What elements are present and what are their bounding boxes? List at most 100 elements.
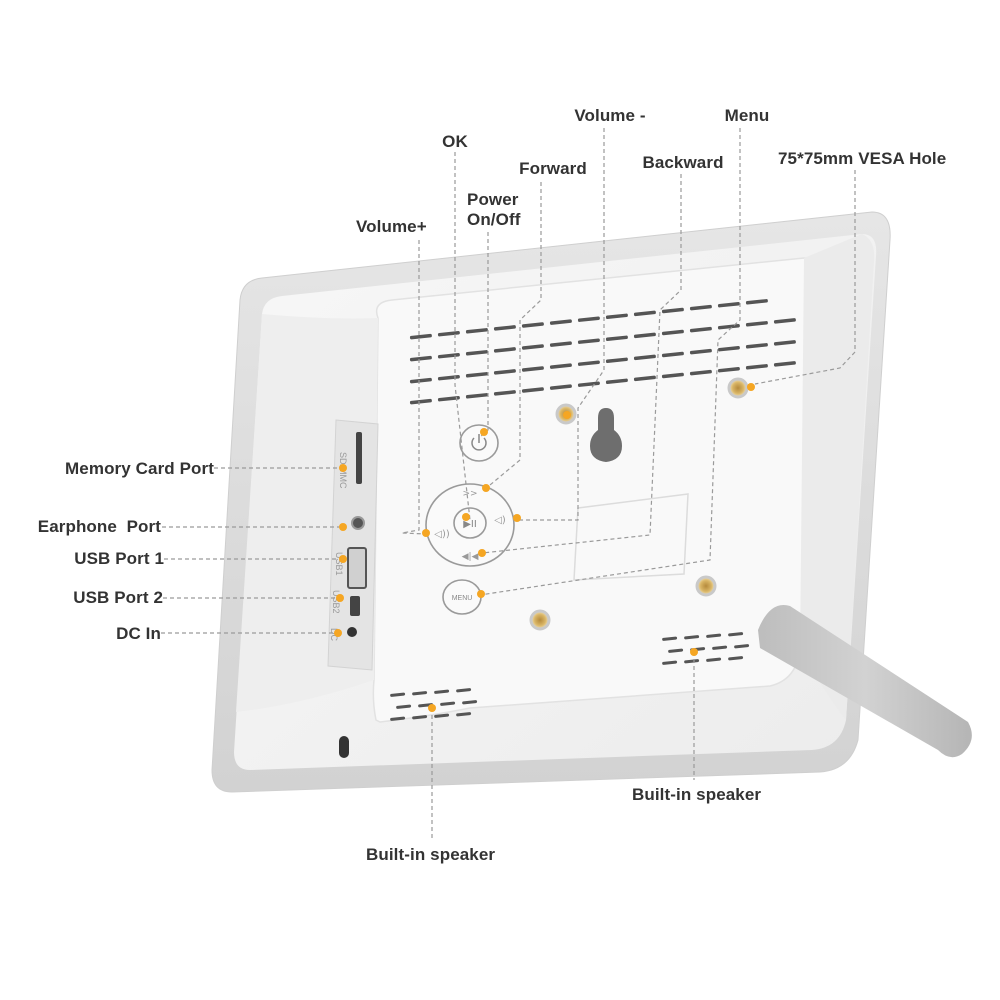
menu-button-text: MENU	[452, 595, 473, 602]
vent-slot	[661, 307, 684, 314]
vent-grille	[409, 299, 796, 405]
label-speaker-left: Built-in speaker	[366, 845, 496, 864]
vent-slot	[577, 316, 600, 322]
callout-marker-dot	[428, 704, 436, 712]
earphone-jack	[351, 516, 365, 530]
leader-line	[481, 174, 682, 554]
vent-slot	[773, 361, 796, 367]
speaker-slot	[456, 688, 472, 693]
callout-marker-dot	[462, 513, 470, 521]
vent-slot	[605, 335, 628, 342]
vent-slot	[633, 310, 656, 317]
speaker-slot	[712, 645, 728, 650]
vent-slot	[605, 378, 628, 385]
speaker-slot	[396, 704, 412, 709]
label-usb-port-2: USB Port 2	[73, 588, 163, 607]
leader-line	[483, 182, 542, 491]
vent-slot	[773, 340, 796, 346]
vent-slot	[661, 372, 684, 379]
usb-port-1	[347, 547, 367, 589]
callout-marker-dot	[513, 514, 521, 522]
vent-slot	[493, 325, 516, 331]
frame-body	[211, 211, 891, 793]
leader-line	[754, 170, 856, 385]
vent-slot	[521, 322, 544, 328]
control-buttons: ▶II >> ◀|◀ ◁)) ◁) MENU	[425, 424, 515, 615]
leader-line	[520, 128, 605, 521]
vent-slot	[745, 321, 768, 327]
vent-slot	[549, 319, 572, 325]
vent-slot	[661, 351, 684, 358]
speaker-slot	[684, 659, 700, 664]
play-pause-icon: ▶II	[463, 519, 477, 530]
label-speaker-right: Built-in speaker	[632, 785, 762, 804]
vent-slot	[745, 299, 768, 305]
label-forward: Forward	[519, 159, 587, 178]
vent-slot	[437, 330, 460, 337]
vent-slot	[745, 343, 768, 349]
label-volume-minus: Volume -	[574, 106, 646, 125]
vent-slot	[689, 304, 712, 311]
callout-marker-dot	[480, 428, 488, 436]
dc-in-jack	[347, 627, 357, 637]
ok-button	[453, 507, 487, 539]
vent-slot	[549, 384, 572, 390]
vent-slot	[717, 345, 740, 352]
speaker-slot	[434, 689, 450, 694]
vent-slot	[493, 369, 516, 375]
speaker-slot	[668, 648, 684, 653]
vent-slot	[521, 387, 544, 393]
callout-marker-dot	[690, 648, 698, 656]
volume-up-icon: ◁))	[434, 529, 450, 540]
vent-slot	[493, 347, 516, 353]
vent-slot	[409, 398, 432, 405]
vent-slot	[577, 360, 600, 366]
stand	[758, 605, 972, 758]
speaker-slot	[456, 712, 472, 717]
label-power-line2: On/Off	[467, 210, 521, 229]
vent-slot	[577, 381, 600, 387]
callout-marker-dot	[422, 529, 430, 537]
vent-slot	[577, 338, 600, 344]
callout-marker-dot	[339, 555, 347, 563]
vent-slot	[409, 355, 432, 362]
speaker-slot	[684, 635, 700, 640]
label-usb-port-1: USB Port 1	[74, 549, 164, 568]
vent-slot	[493, 390, 516, 396]
reset-slot	[339, 736, 349, 758]
vent-slot	[689, 326, 712, 333]
vent-slot	[605, 313, 628, 320]
port-panel	[327, 419, 379, 671]
speaker-slot	[412, 715, 428, 720]
vent-slot	[773, 318, 796, 324]
callout-marker-dot	[747, 383, 755, 391]
vent-slot	[465, 372, 488, 378]
vent-slot	[437, 352, 460, 359]
label-volume-plus: Volume+	[356, 217, 427, 236]
speaker-slot	[662, 636, 678, 641]
vent-slot	[465, 328, 488, 334]
vent-slot	[549, 341, 572, 347]
usb-port-2	[350, 596, 360, 616]
callout-marker-dot	[477, 590, 485, 598]
speaker-slot	[728, 656, 744, 661]
port-label-dc: DC	[329, 628, 339, 641]
label-power-line1: Power	[467, 190, 519, 209]
label-memory-card-port: Memory Card Port	[65, 459, 214, 478]
speaker-grille	[390, 632, 750, 721]
vent-slot	[465, 350, 488, 356]
vent-slot	[745, 364, 768, 370]
speaker-slot	[462, 700, 478, 705]
speaker-slot	[734, 644, 750, 649]
label-plate	[573, 493, 689, 581]
leader-line	[454, 152, 471, 521]
speaker-slot	[390, 716, 406, 721]
callout-marker-dot	[478, 549, 486, 557]
vent-slot	[605, 357, 628, 364]
label-vesa-hole: 75*75mm VESA Hole	[778, 149, 947, 168]
vesa-hole	[529, 377, 749, 631]
vent-slot	[521, 366, 544, 372]
vent-slot	[409, 377, 432, 384]
vent-slot	[717, 301, 740, 308]
